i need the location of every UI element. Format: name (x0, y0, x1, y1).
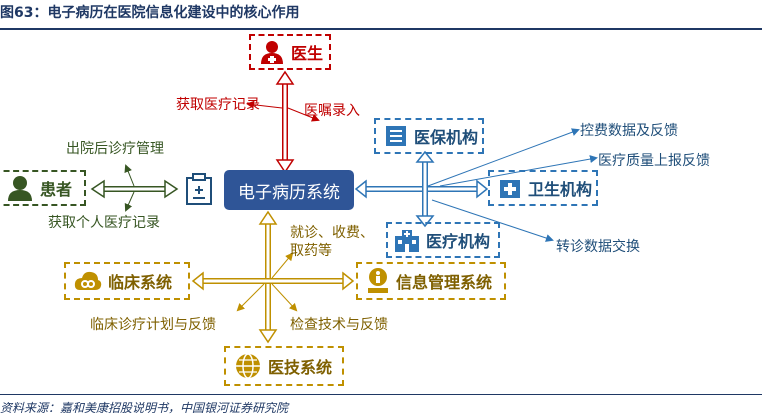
patient-get-pointer (124, 191, 135, 212)
doctor-get-pointer (246, 100, 283, 109)
doctor-label: 医生 (291, 44, 324, 63)
source-divider (0, 394, 762, 395)
patient-link-arrow (90, 179, 179, 199)
info-icon (368, 268, 388, 293)
doctor-get-annotation: 获取医疗记录 (176, 97, 260, 113)
medicine-annotation: 取药等 (290, 243, 332, 259)
info-mgmt-label: 信息管理系统 (396, 273, 493, 292)
clipboard-icon (186, 173, 212, 205)
doctor-icon (261, 41, 283, 64)
exam-tech-annotation: 检查技术与反馈 (290, 317, 388, 333)
clinical-plan-pointer (236, 283, 265, 312)
insurance-node: 医保机构 (374, 118, 484, 154)
source-note: 资料来源：嘉和美康招股说明书，中国银河证券研究院 (0, 401, 289, 415)
patient-icon (8, 176, 32, 201)
quality-report-annotation: 医疗质量上报反馈 (598, 153, 710, 169)
hospital-building-icon (395, 230, 419, 252)
health-node: 卫生机构 (488, 170, 598, 206)
info-mgmt-node: 信息管理系统 (356, 262, 506, 300)
hospital-cross-icon (500, 180, 520, 198)
institution-link-arrow (354, 179, 489, 199)
cloud-link-icon (74, 271, 102, 290)
doctor-order-pointer (287, 107, 320, 122)
health-label: 卫生机构 (528, 180, 593, 199)
referral-annotation: 转诊数据交换 (556, 239, 640, 255)
doctor-link-arrow (275, 70, 295, 174)
patient-get-annotation: 获取个人医疗记录 (48, 215, 160, 231)
patient-discharge-annotation: 出院后诊疗管理 (66, 141, 164, 157)
doctor-node: 医生 (249, 34, 331, 70)
system-vertical-arrow (258, 210, 278, 344)
institution-vertical-arrow (415, 150, 435, 228)
globe-icon (236, 353, 260, 379)
referral-pointer (431, 199, 554, 242)
clinical-node: 临床系统 (64, 262, 190, 300)
patient-node: 患者 (0, 170, 86, 206)
medtech-node: 医技系统 (224, 346, 344, 386)
patient-discharge-pointer (124, 164, 135, 187)
medical-node: 医疗机构 (386, 222, 500, 258)
clinical-plan-annotation: 临床诊疗计划与反馈 (90, 317, 216, 333)
patient-label: 患者 (40, 180, 73, 199)
doctor-order-annotation: 医嘱录入 (304, 103, 360, 119)
title-divider (0, 28, 762, 30)
cost-control-annotation: 控费数据及反馈 (580, 123, 678, 139)
document-icon (386, 126, 406, 146)
visit-fee-pointer (271, 252, 294, 279)
medtech-label: 医技系统 (268, 358, 333, 377)
central-emr-node: 电子病历系统 (224, 170, 354, 210)
quality-report-pointer (439, 155, 598, 187)
visit-fee-annotation: 就诊、收费、 (290, 225, 374, 241)
insurance-label: 医保机构 (414, 128, 479, 147)
clinical-label: 临床系统 (108, 273, 173, 292)
cost-control-pointer (427, 128, 580, 187)
medical-label: 医疗机构 (426, 232, 491, 251)
figure-title: 图63：电子病历在医院信息化建设中的核心作用 (0, 5, 300, 21)
system-horizontal-arrow (191, 271, 355, 291)
exam-tech-pointer (271, 283, 298, 312)
